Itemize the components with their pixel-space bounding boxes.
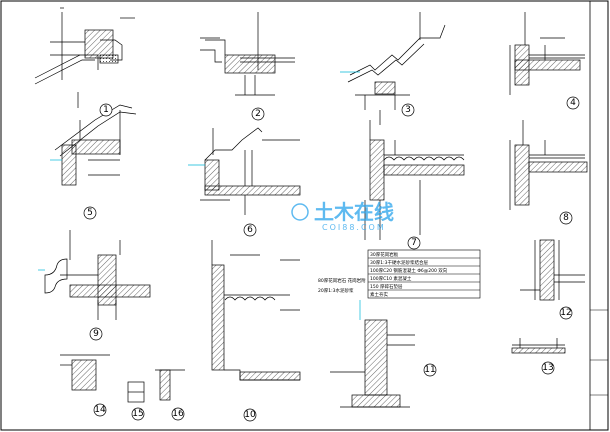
svg-text:12: 12 — [560, 308, 571, 318]
detail-bubble-15: 15 — [131, 407, 145, 421]
detail-2 — [200, 12, 295, 96]
svg-text:1: 1 — [103, 105, 109, 115]
detail-11 — [330, 300, 415, 408]
detail-number-bubbles: 1 2 3 4 5 6 7 8 9 10 11 12 13 14 15 16 — [83, 96, 580, 422]
detail-bubble-12: 12 — [559, 306, 573, 320]
svg-text:4: 4 — [570, 98, 576, 108]
detail-6 — [188, 127, 301, 215]
svg-text:8: 8 — [563, 213, 569, 223]
detail-bubble-5: 5 — [83, 206, 97, 220]
legend-row-2: 30厚1:3干硬水泥砂浆结合层 — [370, 259, 428, 266]
detail-13 — [511, 338, 566, 354]
detail-3 — [340, 12, 446, 125]
svg-text:5: 5 — [87, 208, 93, 218]
svg-text:10: 10 — [244, 410, 256, 420]
detail-bubble-7: 7 — [407, 236, 421, 250]
detail-bubble-14: 14 — [93, 403, 107, 417]
svg-text:9: 9 — [93, 329, 99, 339]
legend-row-5: 150 厚碎石垫层 — [370, 283, 403, 290]
detail-bubble-13: 13 — [541, 361, 555, 375]
detail-bubble-10: 10 — [243, 408, 257, 422]
legend-callout-2: 20厚1:3水泥砂浆 — [318, 287, 354, 294]
svg-text:15: 15 — [132, 409, 143, 419]
legend-row-3: 100厚C20 钢筋混凝土 Φ6@200 双向 — [370, 267, 448, 274]
detail-14 — [60, 354, 110, 391]
detail-1 — [34, 7, 135, 85]
detail-10 — [211, 240, 301, 381]
detail-bubble-2: 2 — [251, 107, 265, 121]
svg-text:14: 14 — [94, 405, 106, 415]
svg-text:7: 7 — [411, 238, 417, 248]
detail-bubble-8: 8 — [559, 211, 573, 225]
detail-bubble-6: 6 — [243, 223, 257, 237]
detail-bubble-9: 9 — [89, 327, 103, 341]
detail-5 — [50, 92, 137, 186]
detail-12 — [520, 239, 585, 301]
detail-bubble-16: 16 — [171, 407, 185, 421]
legend-row-1: 30厚花岗岩板 — [370, 251, 399, 258]
svg-text:13: 13 — [542, 363, 553, 373]
detail-bubble-11: 11 — [423, 363, 437, 377]
watermark-logo-text: 土木在线 — [314, 200, 394, 224]
detail-bubble-3: 3 — [401, 103, 415, 117]
detail-bubble-1: 1 — [99, 103, 113, 117]
detail-4 — [509, 12, 585, 95]
legend-callout-1: 80厚花岗岩石 花岗岩附 — [318, 277, 366, 284]
detail-16 — [155, 369, 185, 401]
detail-8 — [509, 120, 588, 210]
svg-text:6: 6 — [247, 225, 253, 235]
legend-row-6: 素土夯实 — [370, 291, 388, 298]
material-legend: 30厚花岗岩板 30厚1:3干硬水泥砂浆结合层 100厚C20 钢筋混凝土 Φ6… — [318, 249, 481, 299]
svg-text:3: 3 — [405, 105, 411, 115]
svg-text:16: 16 — [172, 409, 184, 419]
watermark-logo: 土木在线 COI88.COM — [291, 200, 394, 232]
svg-text:11: 11 — [424, 365, 435, 375]
watermark-url-text: COI88.COM — [322, 223, 386, 232]
legend-row-4: 100厚C10 素混凝土 — [370, 275, 412, 282]
svg-text:2: 2 — [255, 109, 261, 119]
detail-bubble-4: 4 — [566, 96, 580, 110]
detail-9 — [38, 230, 151, 320]
detail-7 — [364, 120, 465, 240]
detail-15 — [127, 381, 145, 403]
